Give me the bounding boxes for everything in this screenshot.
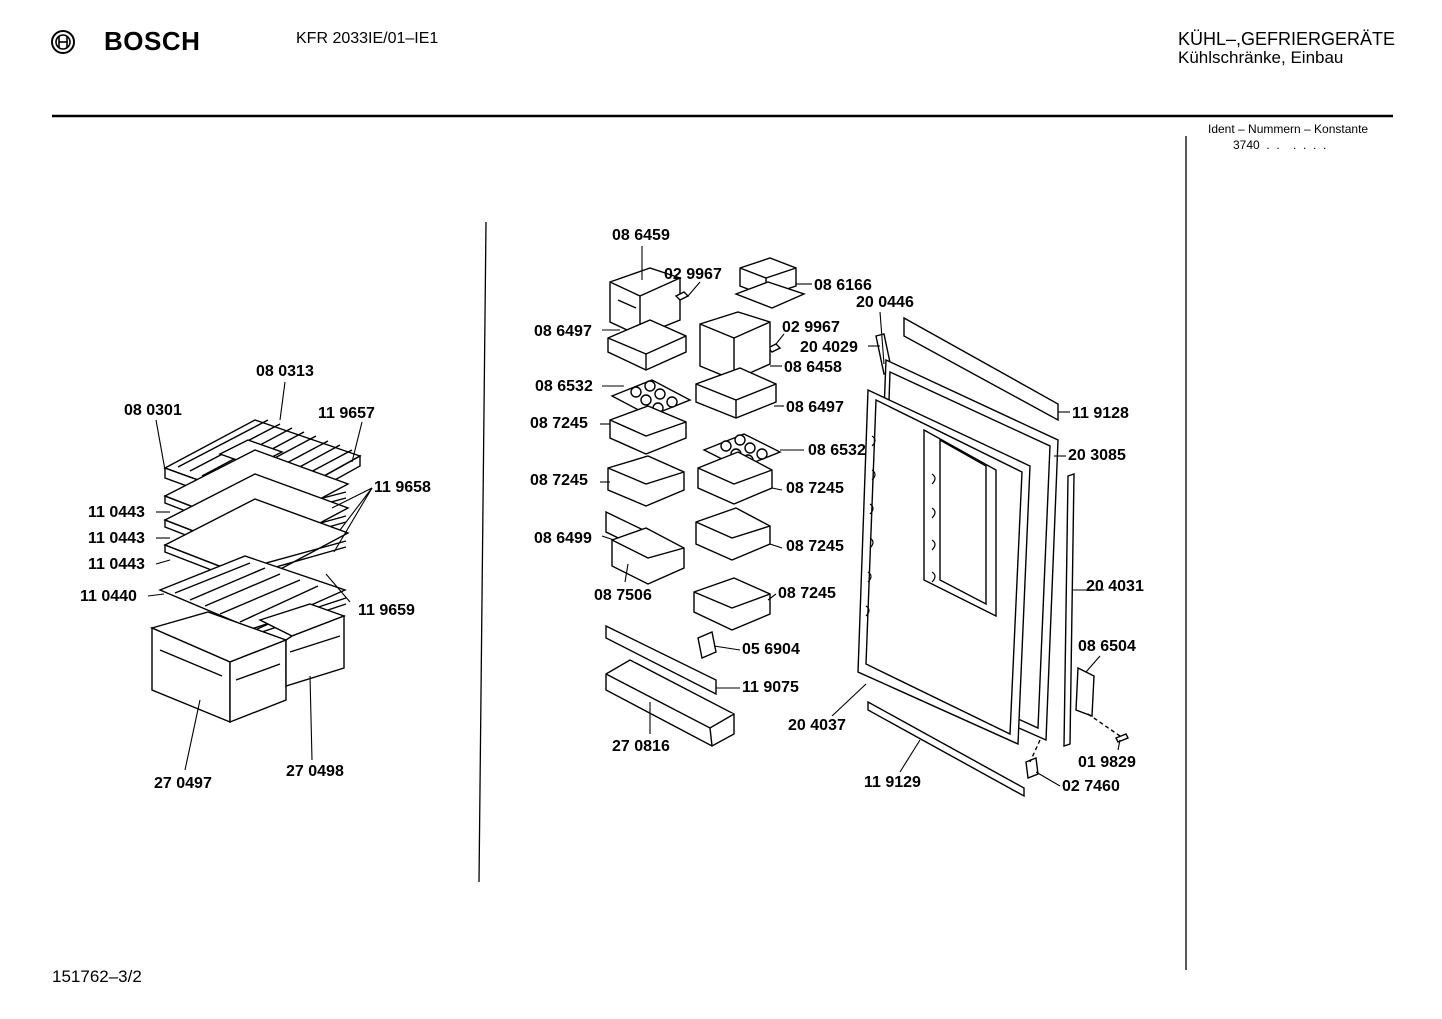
part-label-080313: 08 0313 — [256, 363, 314, 380]
part-label-080301: 08 0301 — [124, 402, 182, 419]
leader-lines — [147, 246, 1121, 787]
part-label-086497-b: 08 6497 — [786, 399, 844, 416]
screw-icon-019829 — [1115, 733, 1129, 743]
part-label-110443-a: 11 0443 — [88, 504, 145, 521]
bin-087245a — [609, 405, 687, 455]
part-label-110440: 11 0440 — [80, 588, 137, 605]
butter-box-086166 — [734, 257, 806, 309]
part-label-086532-a: 08 6532 — [535, 378, 593, 395]
bin-cover-086459 — [609, 267, 681, 337]
bin-087245e — [693, 577, 771, 631]
part-label-019829: 01 9829 — [1078, 754, 1136, 771]
part-label-027460: 02 7460 — [1062, 778, 1120, 795]
handle-086504 — [1075, 666, 1095, 717]
bin-087245d — [695, 507, 771, 561]
category-subtitle: Kühlschränke, Einbau — [1178, 48, 1344, 67]
part-label-204037: 20 4037 — [788, 717, 846, 734]
bin-087245c — [697, 451, 773, 505]
part-label-110443-c: 11 0443 — [88, 556, 145, 573]
bosch-logo-icon — [51, 30, 75, 54]
bottom-rail-119129 — [867, 700, 1025, 798]
bin-087506 — [611, 527, 685, 585]
part-label-029967-a: 02 9967 — [664, 266, 722, 283]
part-label-086458: 08 6458 — [784, 359, 842, 376]
part-label-086504: 08 6504 — [1078, 638, 1136, 655]
crisper-drawer-small — [258, 603, 347, 687]
cap-027460 — [1025, 757, 1039, 779]
egg-tray-086532a — [610, 379, 692, 417]
part-label-086499: 08 6499 — [534, 530, 592, 547]
category-title: KÜHL–,GEFRIERGERÄTE — [1178, 29, 1396, 49]
block-056904 — [697, 631, 717, 659]
side-rail-204031 — [1063, 473, 1075, 747]
part-label-204031: 20 4031 — [1086, 578, 1144, 595]
part-label-270497: 27 0497 — [154, 775, 212, 792]
shelves-group — [149, 419, 362, 724]
part-label-029967-b: 02 9967 — [782, 319, 840, 336]
bin-cover-086458 — [699, 311, 771, 381]
part-label-086166: 08 6166 — [814, 277, 872, 294]
crisper-drawer-large — [149, 611, 288, 724]
door-top-trim — [903, 316, 1059, 422]
part-label-056904: 05 6904 — [742, 641, 800, 658]
ident-label: Ident – Nummern – Konstante — [1208, 122, 1369, 136]
part-label-087245-d: 08 7245 — [786, 538, 844, 555]
part-label-119129: 11 9129 — [864, 774, 921, 791]
document-number: 151762–3/2 — [52, 967, 142, 986]
part-labels: 08 0313 08 0301 11 9657 11 9658 11 0443 … — [80, 227, 1144, 795]
bottle-bin-270816 — [605, 659, 735, 747]
part-label-086497-a: 08 6497 — [534, 323, 592, 340]
part-label-086459: 08 6459 — [612, 227, 670, 244]
part-label-119657: 11 9657 — [318, 405, 375, 422]
part-label-087245-c: 08 7245 — [786, 480, 844, 497]
part-label-119128: 11 9128 — [1072, 405, 1129, 422]
part-label-119075: 11 9075 — [742, 679, 799, 696]
part-label-086532-b: 08 6532 — [808, 442, 866, 459]
bin-087245b — [607, 455, 685, 507]
part-label-204029: 20 4029 — [800, 339, 858, 356]
part-label-087245-b: 08 7245 — [530, 472, 588, 489]
model-number: KFR 2033IE/01–IE1 — [296, 30, 439, 47]
bin-base-086497a — [607, 319, 687, 371]
rail-119075 — [605, 624, 717, 696]
part-label-087245-a: 08 7245 — [530, 415, 588, 432]
part-label-119658: 11 9658 — [374, 479, 431, 496]
part-label-270498: 27 0498 — [286, 763, 344, 780]
door-group — [857, 316, 1129, 798]
part-label-119659: 11 9659 — [358, 602, 415, 619]
part-label-087506: 08 7506 — [594, 587, 652, 604]
bin-base-086497b — [695, 367, 777, 419]
door-bins-group — [605, 257, 806, 747]
part-label-200446: 20 0446 — [856, 294, 914, 311]
brand-name: BOSCH — [104, 26, 201, 56]
part-label-203085: 20 3085 — [1068, 447, 1126, 464]
part-label-270816: 27 0816 — [612, 738, 670, 755]
frame-lines — [52, 114, 1393, 970]
part-label-110443-b: 11 0443 — [88, 530, 145, 547]
ident-code: 3740 . . . . . . — [1233, 138, 1327, 152]
part-label-087245-e: 08 7245 — [778, 585, 836, 602]
